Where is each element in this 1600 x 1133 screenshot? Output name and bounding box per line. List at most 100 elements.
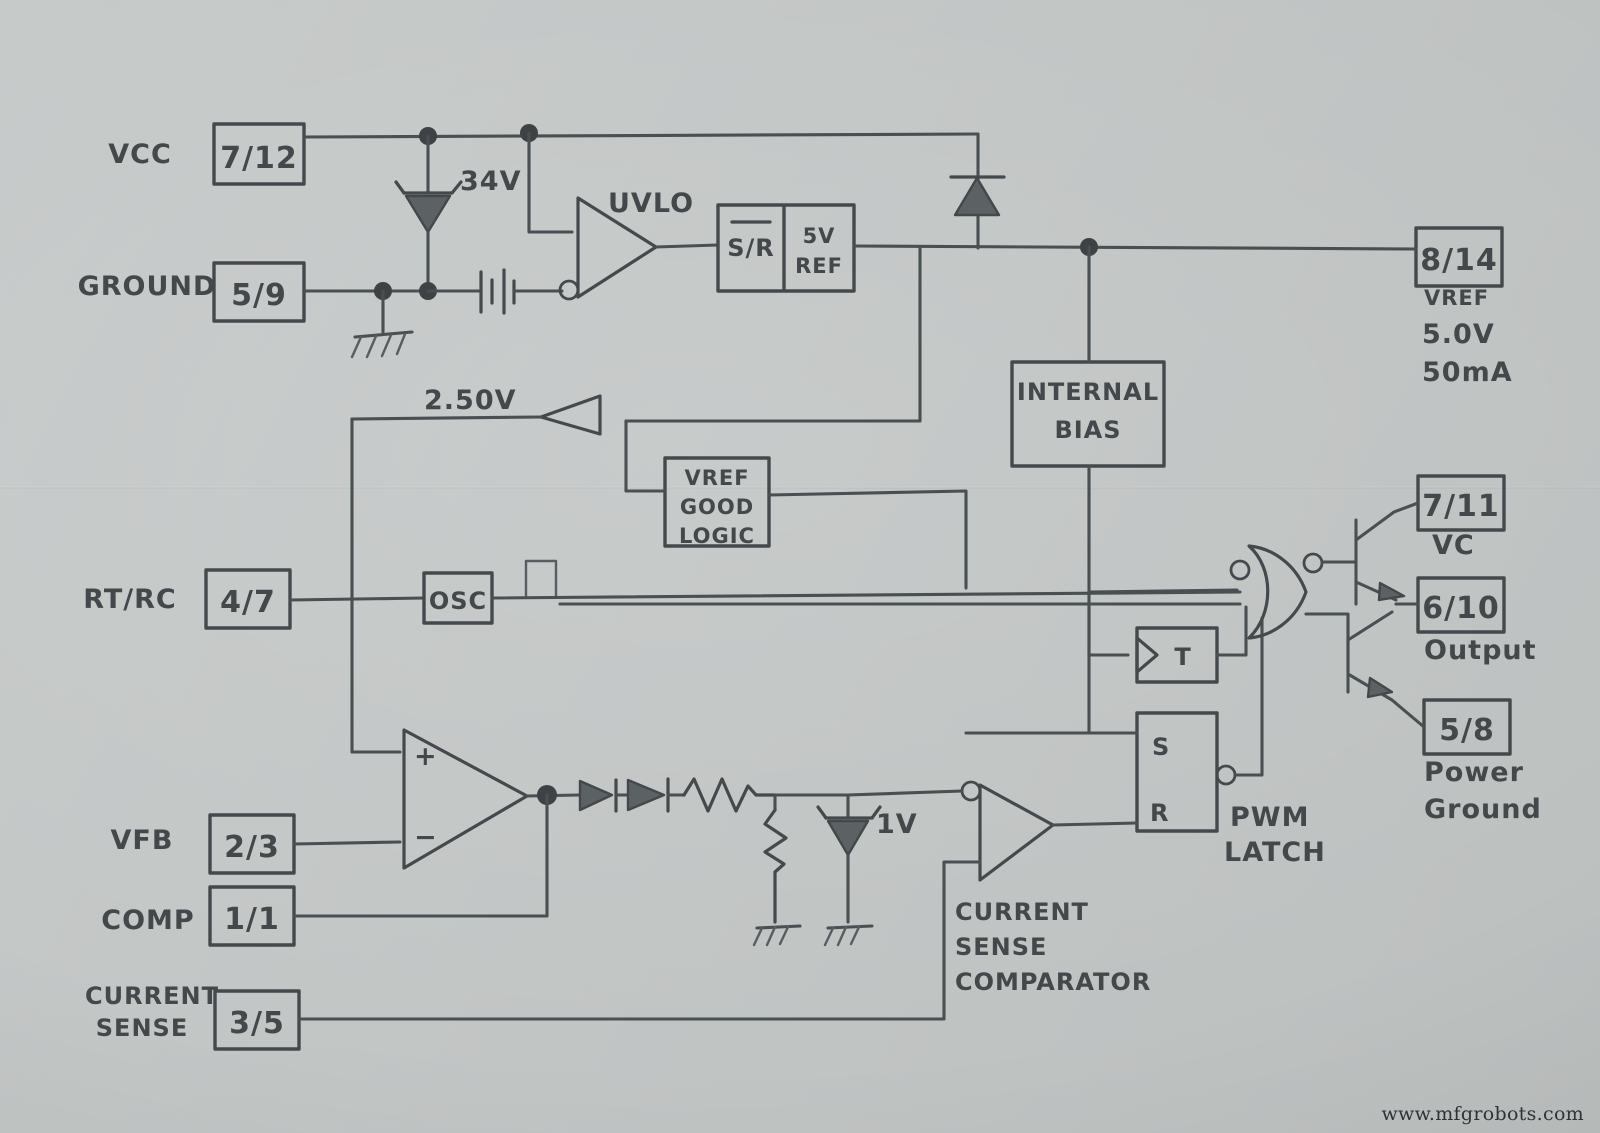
diode-1 (578, 779, 614, 812)
vref-good-logic-block: VREF GOOD LOGIC (624, 419, 968, 590)
wire-vcc-to-uvlo (527, 131, 574, 234)
wire-cs-comparator-out (1051, 821, 1139, 827)
clock-waveform-icon (524, 559, 558, 598)
sr-5v-ref-block: S/R 5V REF (716, 203, 856, 293)
pin-box-vref: 8/14 (1414, 226, 1504, 288)
zener-label-1v: 1V (876, 809, 918, 840)
pin-box-comp: 1/1 (208, 885, 296, 947)
pin-label-power-ground-line2: Ground (1424, 794, 1542, 825)
wire-ref-to-erroramp (350, 417, 402, 754)
wire-vcc-rail (302, 132, 980, 139)
internal-bias-line2: BIAS (1054, 416, 1121, 444)
current-sense-comparator (297, 780, 1139, 1021)
zener-label-34v: 34V (460, 166, 521, 197)
wire-refbuf-to-vrefgood (624, 419, 667, 493)
zener-diode-1v (816, 793, 882, 924)
toggle-flipflop-block: T (1135, 605, 1248, 684)
wire-clock-to-toggle (1087, 602, 1130, 657)
cs-comparator-line1: CURRENT (955, 898, 1089, 926)
wire-currentsense-pin-to-comparator (297, 860, 982, 1021)
ref-label-ref: REF (795, 254, 843, 278)
cs-comparator-inverting-bubble (960, 780, 982, 802)
wire-ref-feedback (624, 245, 922, 423)
sr-label: S/R (727, 234, 775, 262)
diode-2 (626, 778, 666, 812)
pin-box-power-ground: 5/8 (1422, 698, 1512, 756)
pulldown-resistor (763, 808, 788, 924)
pin-box-ground: 5/9 (212, 261, 306, 323)
diode-vref-to-vcc (949, 132, 1006, 250)
vref-good-line1: VREF (684, 466, 749, 490)
pin-label-vc: VC (1432, 530, 1475, 561)
vref-annotation-line1: VREF (1424, 286, 1489, 310)
wire-comp-feedback (292, 793, 549, 918)
osc-label: OSC (429, 587, 487, 615)
pin-box-current-sense: 3/5 (213, 989, 301, 1051)
wire-internal-bias-out (1087, 464, 1239, 594)
vref-annotation-line3: 50mA (1422, 357, 1513, 388)
pin-number-comp: 1/1 (224, 902, 280, 937)
pin-number-current-sense: 3/5 (229, 1006, 285, 1041)
latch-set-label: S (1152, 733, 1170, 761)
output-stage (1346, 501, 1426, 729)
pin-label-ground: GROUND (78, 271, 217, 302)
pin-number-ground: 5/9 (231, 278, 287, 313)
pin-number-vcc: 7/12 (220, 141, 298, 176)
pin-label-output: Output (1424, 635, 1537, 666)
osc-block: OSC (422, 571, 494, 625)
watermark: www.mfgrobots.com (1381, 1103, 1584, 1125)
pin-label-rt-rc: RT/RC (83, 584, 176, 615)
internal-bias-line1: INTERNAL (1017, 378, 1159, 406)
lower-emitter-arrow (1366, 676, 1394, 699)
nor-input-bubble-top (1229, 559, 1251, 581)
erroramp-minus: − (414, 822, 438, 853)
zener-diode-34v (394, 180, 463, 293)
level-shift-network: 1V (578, 777, 918, 947)
latch-reset-label: R (1150, 799, 1169, 827)
ref-label-5v: 5V (803, 224, 836, 248)
pin-number-vref: 8/14 (1420, 243, 1498, 278)
wire-nor-out-lower (1304, 612, 1350, 674)
pwm-latch-block: S R (964, 590, 1264, 833)
vref-good-line2: GOOD (680, 495, 754, 519)
toggle-label: T (1174, 643, 1191, 671)
uvlo-label: UVLO (608, 188, 694, 219)
pin-label-vcc: VCC (108, 139, 172, 170)
ground-symbol-resistor (752, 924, 802, 947)
uvlo-comparator (558, 196, 720, 301)
pin-number-vc: 7/11 (1422, 489, 1500, 524)
pwm-latch-name-line1: PWM (1230, 802, 1309, 833)
wire-toggle-out-to-nor (1215, 605, 1248, 657)
pin-box-vc: 7/11 (1416, 474, 1506, 532)
pin-box-output: 6/10 (1416, 576, 1506, 634)
pin-number-vfb: 2/3 (224, 830, 280, 865)
pin-number-rt-rc: 4/7 (220, 585, 276, 620)
uvlo-inverting-bubble (558, 279, 580, 301)
reference-cells (426, 268, 564, 315)
pin-box-rt-rc: 4/7 (204, 568, 292, 630)
pin-label-current-sense-line2: SENSE (96, 1014, 188, 1042)
pin-label-vfb: VFB (111, 825, 174, 856)
wire-rtrc-to-osc (288, 596, 426, 602)
pin-number-output: 6/10 (1422, 591, 1500, 626)
pin-label-comp: COMP (101, 905, 194, 936)
pwm-latch-name-line2: LATCH (1224, 837, 1326, 868)
upper-emitter-arrow (1377, 581, 1406, 602)
series-resistor (682, 777, 777, 813)
internal-bias-block: INTERNAL BIAS (1010, 245, 1239, 594)
vref-annotation-line2: 5.0V (1422, 319, 1495, 350)
pin-box-vfb: 2/3 (208, 813, 296, 875)
wire-vrefgood-to-nor (767, 489, 968, 590)
latch-qbar-bubble (1215, 764, 1237, 786)
ground-symbol-main (350, 289, 414, 359)
label-2v50: 2.50V (424, 385, 517, 416)
nor-gate (1229, 544, 1358, 674)
pin-label-power-ground-line1: Power (1424, 757, 1524, 788)
cs-comparator-line2: SENSE (955, 933, 1047, 961)
ground-symbol-zener (823, 924, 874, 947)
pin-label-current-sense-line1: CURRENT (85, 982, 219, 1010)
error-amplifier: + − (292, 728, 582, 918)
nor-input-bubble-out (1302, 552, 1324, 574)
